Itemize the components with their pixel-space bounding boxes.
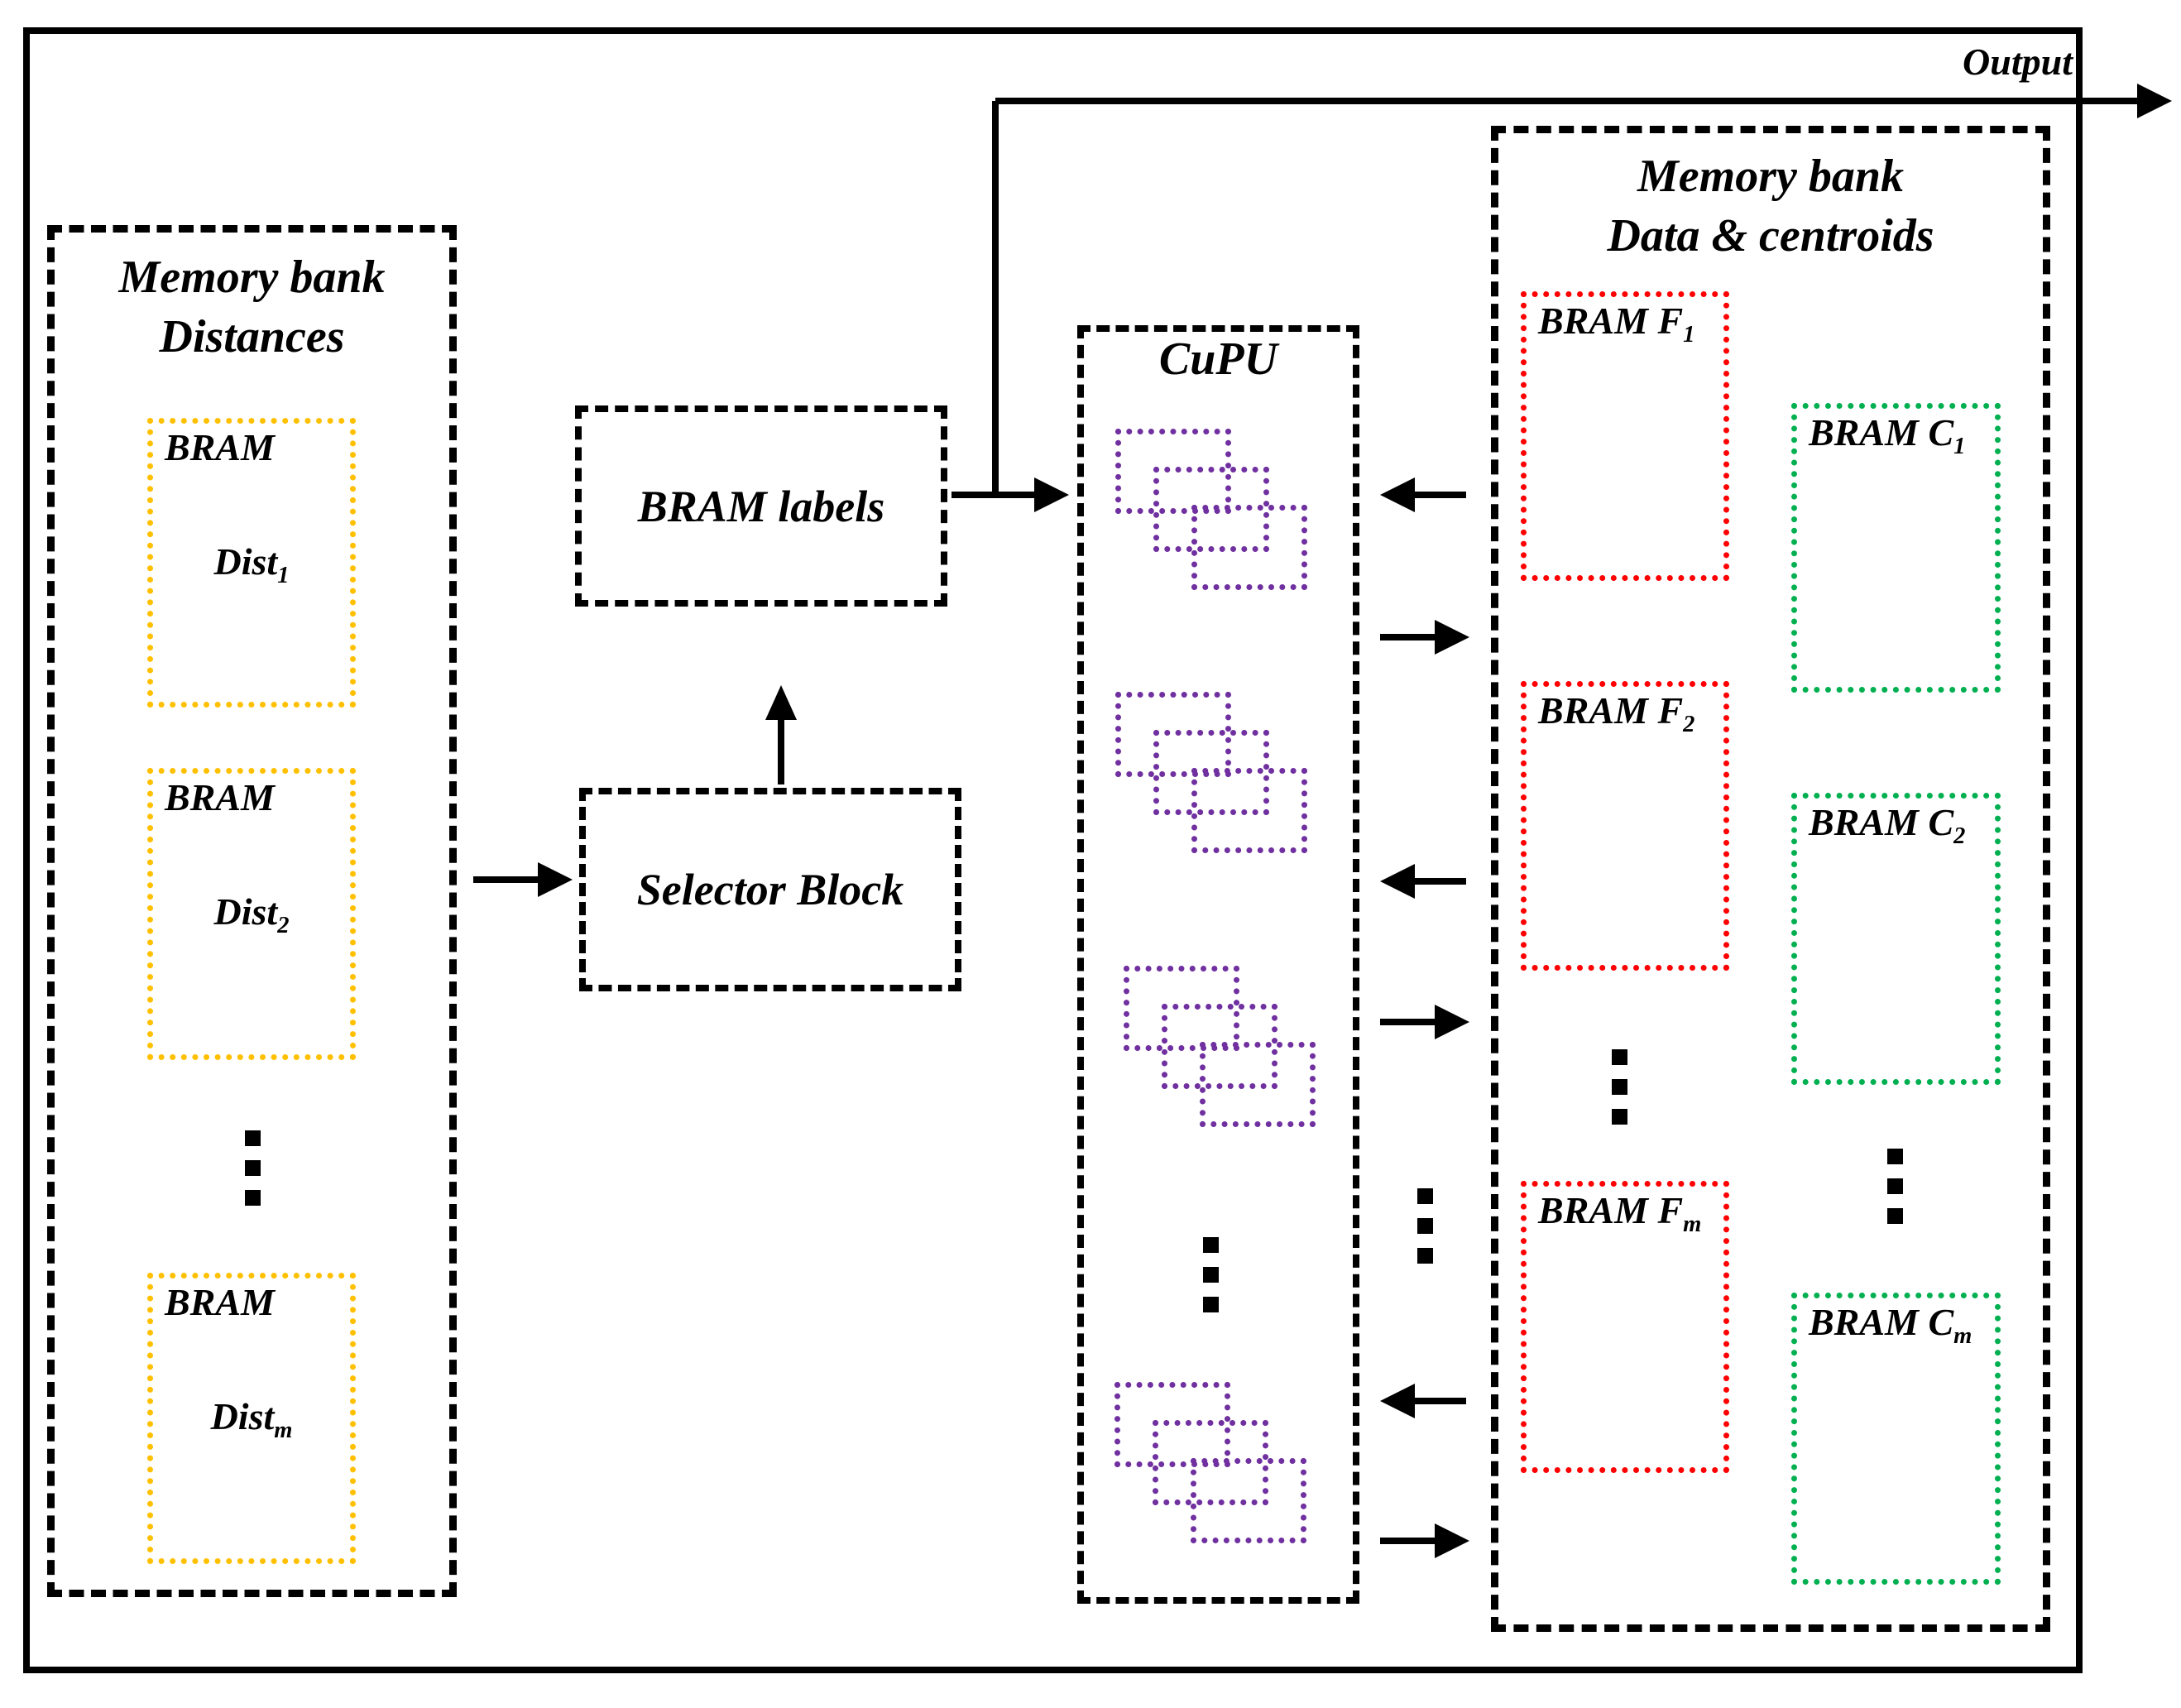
output-junction-line <box>992 101 999 498</box>
cupu-to-bank-arrowhead-icon <box>1435 1005 1469 1039</box>
chip-outer-boundary <box>23 27 2083 1673</box>
memory-bank-distances-title-line1: Memory bank <box>118 252 386 303</box>
bram-labels-box: BRAM labels <box>575 405 947 607</box>
bank-to-cupu-arrow-line <box>1413 878 1466 885</box>
memory-bank-data-centroids-box <box>1491 126 2050 1632</box>
centroid-brams-vertical-ellipsis-icon <box>1887 1149 1903 1224</box>
memory-bank-data-centroids-title: Memory bank Data & centroids <box>1495 147 2046 266</box>
processing-element-cluster <box>1115 429 1311 593</box>
bank-to-cupu-arrow-line <box>1413 1398 1466 1404</box>
bram-dist2-type-label: BRAM <box>165 776 275 818</box>
labels-to-cupu-arrow-line <box>951 492 1034 498</box>
bram-cm-box: BRAM Cm <box>1791 1293 2001 1585</box>
bram-dist2-name: Dist2 <box>213 890 290 939</box>
processing-element-rect <box>1191 505 1307 590</box>
output-line <box>995 98 2139 104</box>
bram-fm-box: BRAM Fm <box>1521 1181 1729 1473</box>
bram-labels-label: BRAM labels <box>637 481 885 531</box>
cupu-box <box>1077 325 1359 1604</box>
output-arrowhead-icon <box>2137 84 2172 118</box>
processing-element-cluster <box>1124 966 1319 1130</box>
memory-bank-data-centroids-title-line2: Data & centroids <box>1607 209 1934 261</box>
selector-block-box: Selector Block <box>579 788 961 991</box>
cupu-title: CuPU <box>1158 333 1278 385</box>
bram-f2-box: BRAM F2 <box>1521 681 1729 971</box>
bram-dist1-name: Dist1 <box>213 540 290 589</box>
bank-to-cupu-arrowhead-icon <box>1380 477 1415 512</box>
cupu-to-bank-arrow-line <box>1380 1019 1436 1025</box>
bank-to-cupu-arrow-line <box>1413 492 1466 498</box>
output-label: Output <box>1963 41 2073 83</box>
bram-dist1-type-label: BRAM <box>165 426 275 468</box>
interface-vertical-ellipsis-icon <box>1417 1188 1433 1264</box>
bank-to-cupu-arrowhead-icon <box>1380 1384 1415 1418</box>
processing-element-rect <box>1191 768 1307 853</box>
memory-bank-data-centroids-title-line1: Memory bank <box>1637 151 1904 202</box>
bram-c1-label: BRAM C1 <box>1809 411 1966 460</box>
selector-to-labels-arrow-line <box>778 718 784 784</box>
cupu-to-bank-arrow-line <box>1380 1538 1436 1544</box>
processing-element-rect <box>1200 1042 1316 1127</box>
bank-to-cupu-arrowhead-icon <box>1380 864 1415 899</box>
bank-to-selector-arrowhead-icon <box>538 862 573 897</box>
bram-dist1-box: BRAM Dist1 <box>147 418 356 708</box>
labels-to-cupu-arrowhead-icon <box>1034 477 1069 512</box>
bank-to-selector-arrow-line <box>473 876 539 883</box>
bram-distm-box: BRAM Distm <box>147 1273 356 1564</box>
memory-bank-distances-title: Memory bank Distances <box>51 248 453 367</box>
processing-element-rect <box>1191 1458 1306 1543</box>
processing-element-cluster <box>1114 1382 1310 1547</box>
bram-c2-label: BRAM C2 <box>1809 801 1966 850</box>
bram-f1-box: BRAM F1 <box>1521 291 1729 581</box>
cupu-to-bank-arrow-line <box>1380 634 1436 640</box>
bram-c1-box: BRAM C1 <box>1791 403 2001 693</box>
bram-c2-box: BRAM C2 <box>1791 793 2001 1085</box>
bram-fm-label: BRAM Fm <box>1538 1189 1702 1238</box>
bram-f2-label: BRAM F2 <box>1538 689 1695 738</box>
cupu-to-bank-arrowhead-icon <box>1435 620 1469 655</box>
distances-vertical-ellipsis-icon <box>245 1130 261 1206</box>
cupu-to-bank-arrowhead-icon <box>1435 1523 1469 1558</box>
memory-bank-distances-box <box>47 225 457 1597</box>
selector-block-label: Selector Block <box>636 865 904 914</box>
bram-distm-name: Distm <box>210 1395 293 1444</box>
selector-to-labels-arrowhead-icon <box>765 685 797 720</box>
cupu-vertical-ellipsis-icon <box>1203 1237 1219 1312</box>
data-brams-vertical-ellipsis-icon <box>1612 1049 1627 1125</box>
bram-cm-label: BRAM Cm <box>1809 1301 1972 1350</box>
bram-distm-type-label: BRAM <box>165 1281 275 1323</box>
processing-element-cluster <box>1115 692 1311 856</box>
memory-bank-distances-title-line2: Distances <box>159 310 345 362</box>
bram-dist2-box: BRAM Dist2 <box>147 768 356 1060</box>
bram-f1-label: BRAM F1 <box>1538 300 1695 348</box>
